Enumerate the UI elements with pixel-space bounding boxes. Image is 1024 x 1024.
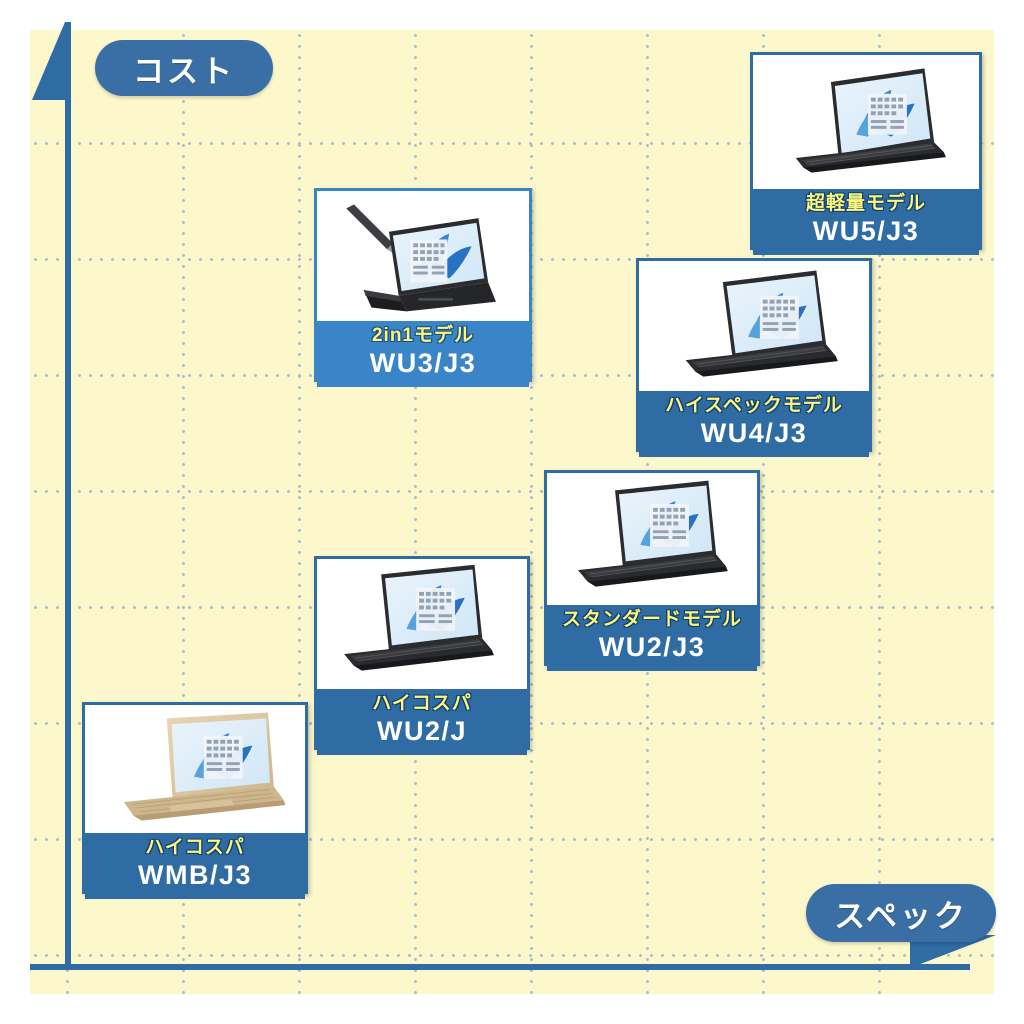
- x-axis-label-spec: スペック: [806, 884, 996, 942]
- card-caption: スタンダードモデル WU2/J3: [547, 605, 757, 671]
- grid-line-vertical: [530, 30, 533, 994]
- value-gold-laptop-photo: [85, 705, 305, 833]
- grid-line-horizontal: [30, 490, 994, 493]
- convertible-2in1-laptop-with-stylus-photo: [317, 191, 529, 321]
- product-card-wu4-j3[interactable]: ハイスペックモデル WU4/J3: [636, 258, 872, 457]
- card-caption: ハイコスパ WMB/J3: [85, 833, 305, 899]
- product-card-wu2-j[interactable]: ハイコスパ WU2/J: [314, 556, 530, 755]
- card-model-label: 超軽量モデル: [805, 193, 926, 214]
- standard-laptop-photo: [547, 473, 757, 605]
- card-model-code: WU2/J: [376, 715, 468, 746]
- up-arrow-icon: [32, 22, 66, 116]
- ultra-light-laptop-photo: [753, 55, 979, 189]
- card-model-code: WU4/J3: [700, 417, 808, 448]
- product-card-wu3-j3[interactable]: 2in1モデル WU3/J3: [314, 188, 532, 387]
- card-caption: 超軽量モデル WU5/J3: [753, 189, 979, 255]
- card-model-code: WU3/J3: [369, 347, 477, 378]
- card-caption: ハイコスパ WU2/J: [317, 689, 527, 755]
- card-model-label: ハイコスパ: [372, 693, 472, 714]
- card-model-label: スタンダードモデル: [561, 609, 742, 630]
- card-model-code: WMB/J3: [137, 859, 252, 890]
- card-model-label: ハイコスパ: [145, 837, 245, 858]
- product-card-wu5-j3[interactable]: 超軽量モデル WU5/J3: [750, 52, 982, 255]
- card-caption: ハイスペックモデル WU4/J3: [639, 391, 869, 457]
- card-model-code: WU2/J3: [598, 631, 706, 662]
- grid-line-vertical: [414, 30, 417, 994]
- grid-line-horizontal: [30, 954, 994, 957]
- card-model-code: WU5/J3: [812, 215, 920, 246]
- high-spec-laptop-photo: [639, 261, 869, 391]
- product-card-wu2-j3[interactable]: スタンダードモデル WU2/J3: [544, 470, 760, 671]
- card-model-label: ハイスペックモデル: [665, 395, 843, 416]
- card-caption: 2in1モデル WU3/J3: [317, 321, 529, 387]
- product-card-wmb-j3[interactable]: ハイコスパ WMB/J3: [82, 702, 308, 899]
- value-laptop-photo: [317, 559, 527, 689]
- x-axis-line: [30, 964, 970, 970]
- y-axis-line: [65, 22, 71, 970]
- right-arrow-icon: [900, 935, 996, 971]
- y-axis-label-cost: コスト: [95, 40, 273, 96]
- card-model-label: 2in1モデル: [371, 325, 475, 346]
